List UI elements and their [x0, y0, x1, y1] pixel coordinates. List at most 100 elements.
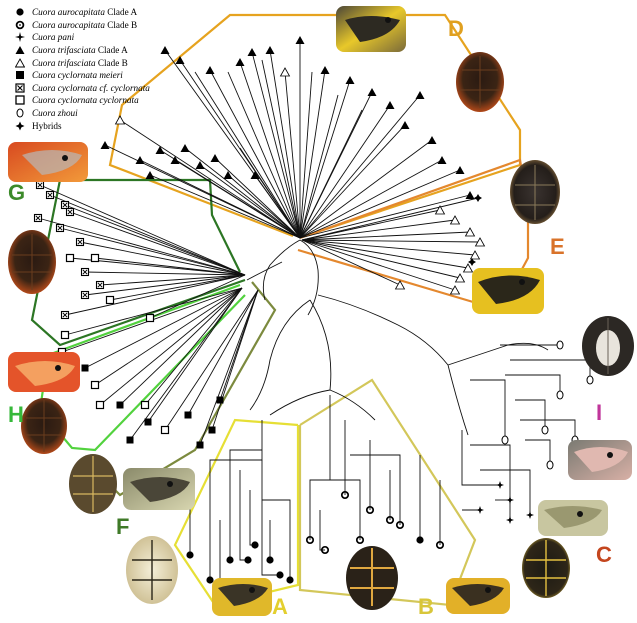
head-image-e	[472, 268, 544, 314]
tip-cyclornata-cyclornata	[65, 253, 75, 263]
legend-item: Cuora zhoui	[10, 107, 200, 120]
tip-trifasciata-a	[195, 161, 205, 169]
tip-pani	[526, 511, 534, 519]
shell-image-h	[21, 398, 67, 454]
legend-species: Cuora zhoui	[32, 108, 78, 119]
open-square-icon	[10, 95, 30, 106]
tip-cyclornata-cf	[60, 200, 70, 210]
tip-trifasciata-a	[345, 76, 355, 84]
legend-species: Cuora trifasciata	[32, 45, 96, 56]
tip-aurocapitata-b	[355, 535, 365, 545]
tip-hybrid	[468, 258, 476, 266]
legend-species: Cuora cyclornata cyclornata	[32, 95, 139, 106]
legend-species: Cuora pani	[32, 32, 75, 43]
tip-cyclornata-cf	[75, 237, 85, 247]
hybrid-cross-icon	[10, 121, 30, 131]
tip-trifasciata-a	[465, 191, 475, 199]
tip-trifasciata-a	[145, 171, 155, 179]
open-triangle-icon	[10, 57, 30, 68]
tip-trifasciata-a	[135, 156, 145, 164]
tip-aurocapitata-a	[186, 551, 194, 559]
tip-hybrid	[474, 194, 482, 202]
head-image-f	[123, 468, 195, 510]
tip-cyclornata-cyclornata	[95, 400, 105, 410]
species-legend: Cuora aurocapitata Clade A Cuora aurocap…	[10, 6, 200, 132]
crossed-square-icon	[10, 83, 30, 93]
legend-species: Cuora aurocapitata	[32, 7, 105, 18]
tip-trifasciata-a	[415, 91, 425, 99]
legend-item: Cuora aurocapitata Clade B	[10, 19, 200, 32]
tip-trifasciata-a	[100, 141, 110, 149]
tip-trifasciata-a	[265, 46, 275, 54]
tip-aurocapitata-a	[206, 576, 214, 584]
tip-zhoui	[501, 435, 509, 445]
clade-outlines	[30, 13, 530, 607]
tip-zhoui	[556, 340, 564, 350]
specimen-images	[8, 6, 634, 616]
tip-cyclornata-meieri	[116, 401, 124, 409]
head-image-b	[446, 578, 510, 614]
filled-square-icon	[10, 70, 30, 80]
clade-label-h: H	[8, 402, 24, 427]
tip-aurocapitata-a	[286, 576, 294, 584]
head-image-d	[336, 6, 406, 52]
clade-label-e: E	[550, 234, 565, 259]
tip-trifasciata-b	[449, 215, 461, 225]
tip-aurocapitata-b	[320, 545, 330, 555]
legend-item: Cuora cyclornata cyclornata	[10, 94, 200, 107]
tip-trifasciata-a	[295, 36, 305, 44]
tip-cyclornata-cf	[65, 207, 75, 217]
tip-pani	[476, 506, 484, 514]
tip-aurocapitata-b	[305, 535, 315, 545]
tip-aurocapitata-b	[395, 520, 405, 530]
head-image-c	[538, 500, 608, 536]
tip-cyclornata-cf	[80, 267, 90, 277]
tip-trifasciata-a	[155, 146, 165, 154]
shell-image-a	[126, 536, 178, 604]
legend-item: Cuora trifasciata Clade B	[10, 56, 200, 69]
tip-pani	[496, 481, 504, 489]
tip-cyclornata-meieri	[184, 411, 192, 419]
clade-b-outline	[298, 378, 477, 607]
tip-aurocapitata-b	[435, 540, 445, 550]
tip-pani	[506, 516, 514, 524]
tip-cyclornata-cf	[45, 190, 55, 200]
tip-zhoui	[556, 390, 564, 400]
clade-label-c: C	[596, 542, 612, 567]
tip-trifasciata-a	[437, 156, 447, 164]
legend-item: Cuora cyclornata meieri	[10, 69, 200, 82]
tree-branches	[37, 40, 591, 585]
tip-cyclornata-cf	[33, 213, 43, 223]
tip-aurocapitata-b	[340, 490, 350, 500]
tip-cyclornata-meieri	[144, 418, 152, 426]
legend-suffix: Clade A	[104, 7, 138, 18]
tip-cyclornata-cyclornata	[90, 380, 100, 390]
tip-cyclornata-cf	[35, 180, 45, 190]
tip-aurocapitata-a	[226, 556, 234, 564]
tip-cyclornata-cf	[60, 310, 70, 320]
tip-zhoui	[586, 375, 594, 385]
head-image-a	[212, 578, 272, 616]
tip-cyclornata-meieri	[196, 441, 204, 449]
tip-zhoui	[546, 460, 554, 470]
legend-suffix: Clade A	[95, 45, 128, 56]
clade-e-outline	[297, 158, 530, 312]
tip-trifasciata-b	[449, 285, 461, 295]
head-image-g	[8, 142, 88, 182]
tip-aurocapitata-b	[385, 515, 395, 525]
open-o-icon	[10, 108, 30, 118]
tip-trifasciata-a	[367, 88, 377, 96]
tip-trifasciata-b	[469, 250, 481, 260]
legend-suffix: Hybrids	[32, 120, 62, 131]
clade-a-outline	[173, 418, 300, 607]
tip-trifasciata-a	[223, 171, 233, 179]
tip-pani	[506, 496, 514, 504]
shell-image-c	[522, 538, 570, 598]
legend-species: Cuora cyclornata cf. cyclornata	[32, 82, 150, 93]
dotted-circle-icon	[10, 20, 30, 30]
tip-trifasciata-a	[210, 154, 220, 162]
tip-cyclornata-cf	[80, 290, 90, 300]
tip-trifasciata-a	[385, 101, 395, 109]
tip-trifasciata-b	[474, 237, 486, 247]
